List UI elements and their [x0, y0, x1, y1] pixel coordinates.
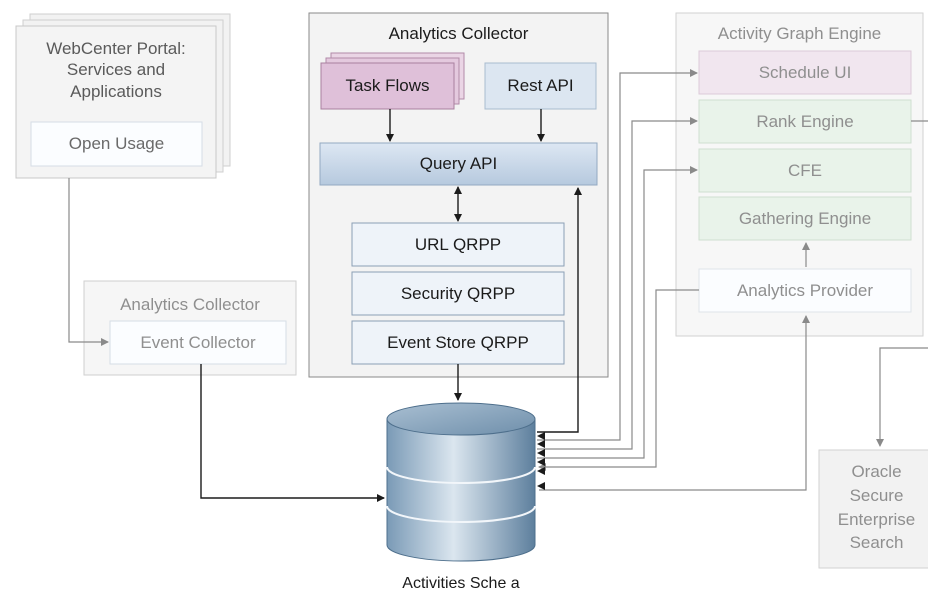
task-flows-box[interactable]: Task Flows [345, 76, 430, 95]
cfe-box[interactable]: CFE [788, 160, 822, 180]
gathering-engine-box[interactable]: Gathering Engine [738, 208, 872, 228]
event-store-qrpp-box[interactable]: Event Store QRPP [387, 332, 529, 352]
database-cylinder [386, 402, 536, 562]
portal-stack [15, 13, 231, 179]
portal-title: WebCenter Portal: Services and Applicati… [46, 39, 186, 101]
center-collector-title: Analytics Collector [388, 24, 529, 43]
database-label: Activities Sche a [402, 575, 520, 592]
open-usage-box[interactable]: Open Usage [68, 134, 165, 153]
url-qrpp-box[interactable]: URL QRPP [414, 234, 502, 254]
schedule-ui-box[interactable]: Schedule UI [758, 62, 852, 82]
query-api-box[interactable]: Query API [419, 154, 498, 173]
analytics-provider-box[interactable]: Analytics Provider [736, 280, 874, 300]
rest-api-box[interactable]: Rest API [507, 76, 574, 95]
oses-frame [818, 449, 928, 569]
left-collector-frame [83, 280, 297, 376]
left-collector-title: Analytics Collector [120, 295, 260, 314]
engine-title: Activity Graph Engine [717, 24, 882, 43]
oses-label: Oracle Secure Enterprise Search [837, 462, 916, 553]
rank-engine-box[interactable]: Rank Engine [756, 111, 854, 131]
db-arrowheads [537, 432, 545, 490]
engine-frame [675, 12, 924, 337]
center-arrows [200, 109, 582, 502]
security-qrpp-box[interactable]: Security QRPP [400, 283, 516, 303]
gray-connectors [68, 69, 928, 491]
event-collector-box[interactable]: Event Collector [140, 332, 256, 352]
